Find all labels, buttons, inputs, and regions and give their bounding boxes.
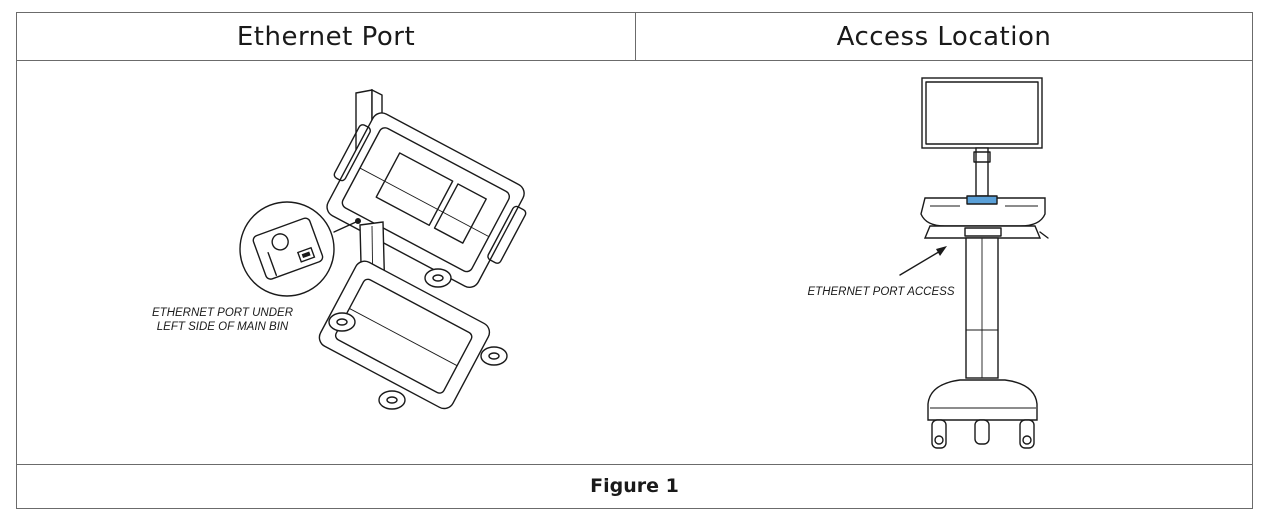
- left-callout-label: ETHERNET PORT UNDER LEFT SIDE OF MAIN BI…: [140, 306, 305, 334]
- header-ethernet-port: Ethernet Port: [17, 13, 636, 60]
- monitor-screen: [921, 77, 1043, 149]
- magnifier-circle: [239, 201, 335, 297]
- right-callout-label: ETHERNET PORT ACCESS: [807, 286, 955, 298]
- left-callout-line2: LEFT SIDE OF MAIN BIN: [156, 321, 289, 333]
- caption-divider: [17, 464, 1252, 465]
- left-callout-line1: ETHERNET PORT UNDER: [152, 307, 293, 319]
- header-access-location: Access Location: [836, 21, 1052, 52]
- figure-caption: Figure 1: [590, 475, 679, 497]
- header-divider: [17, 60, 1252, 61]
- figure-table: Ethernet Port Access Location Figure 1: [16, 12, 1253, 509]
